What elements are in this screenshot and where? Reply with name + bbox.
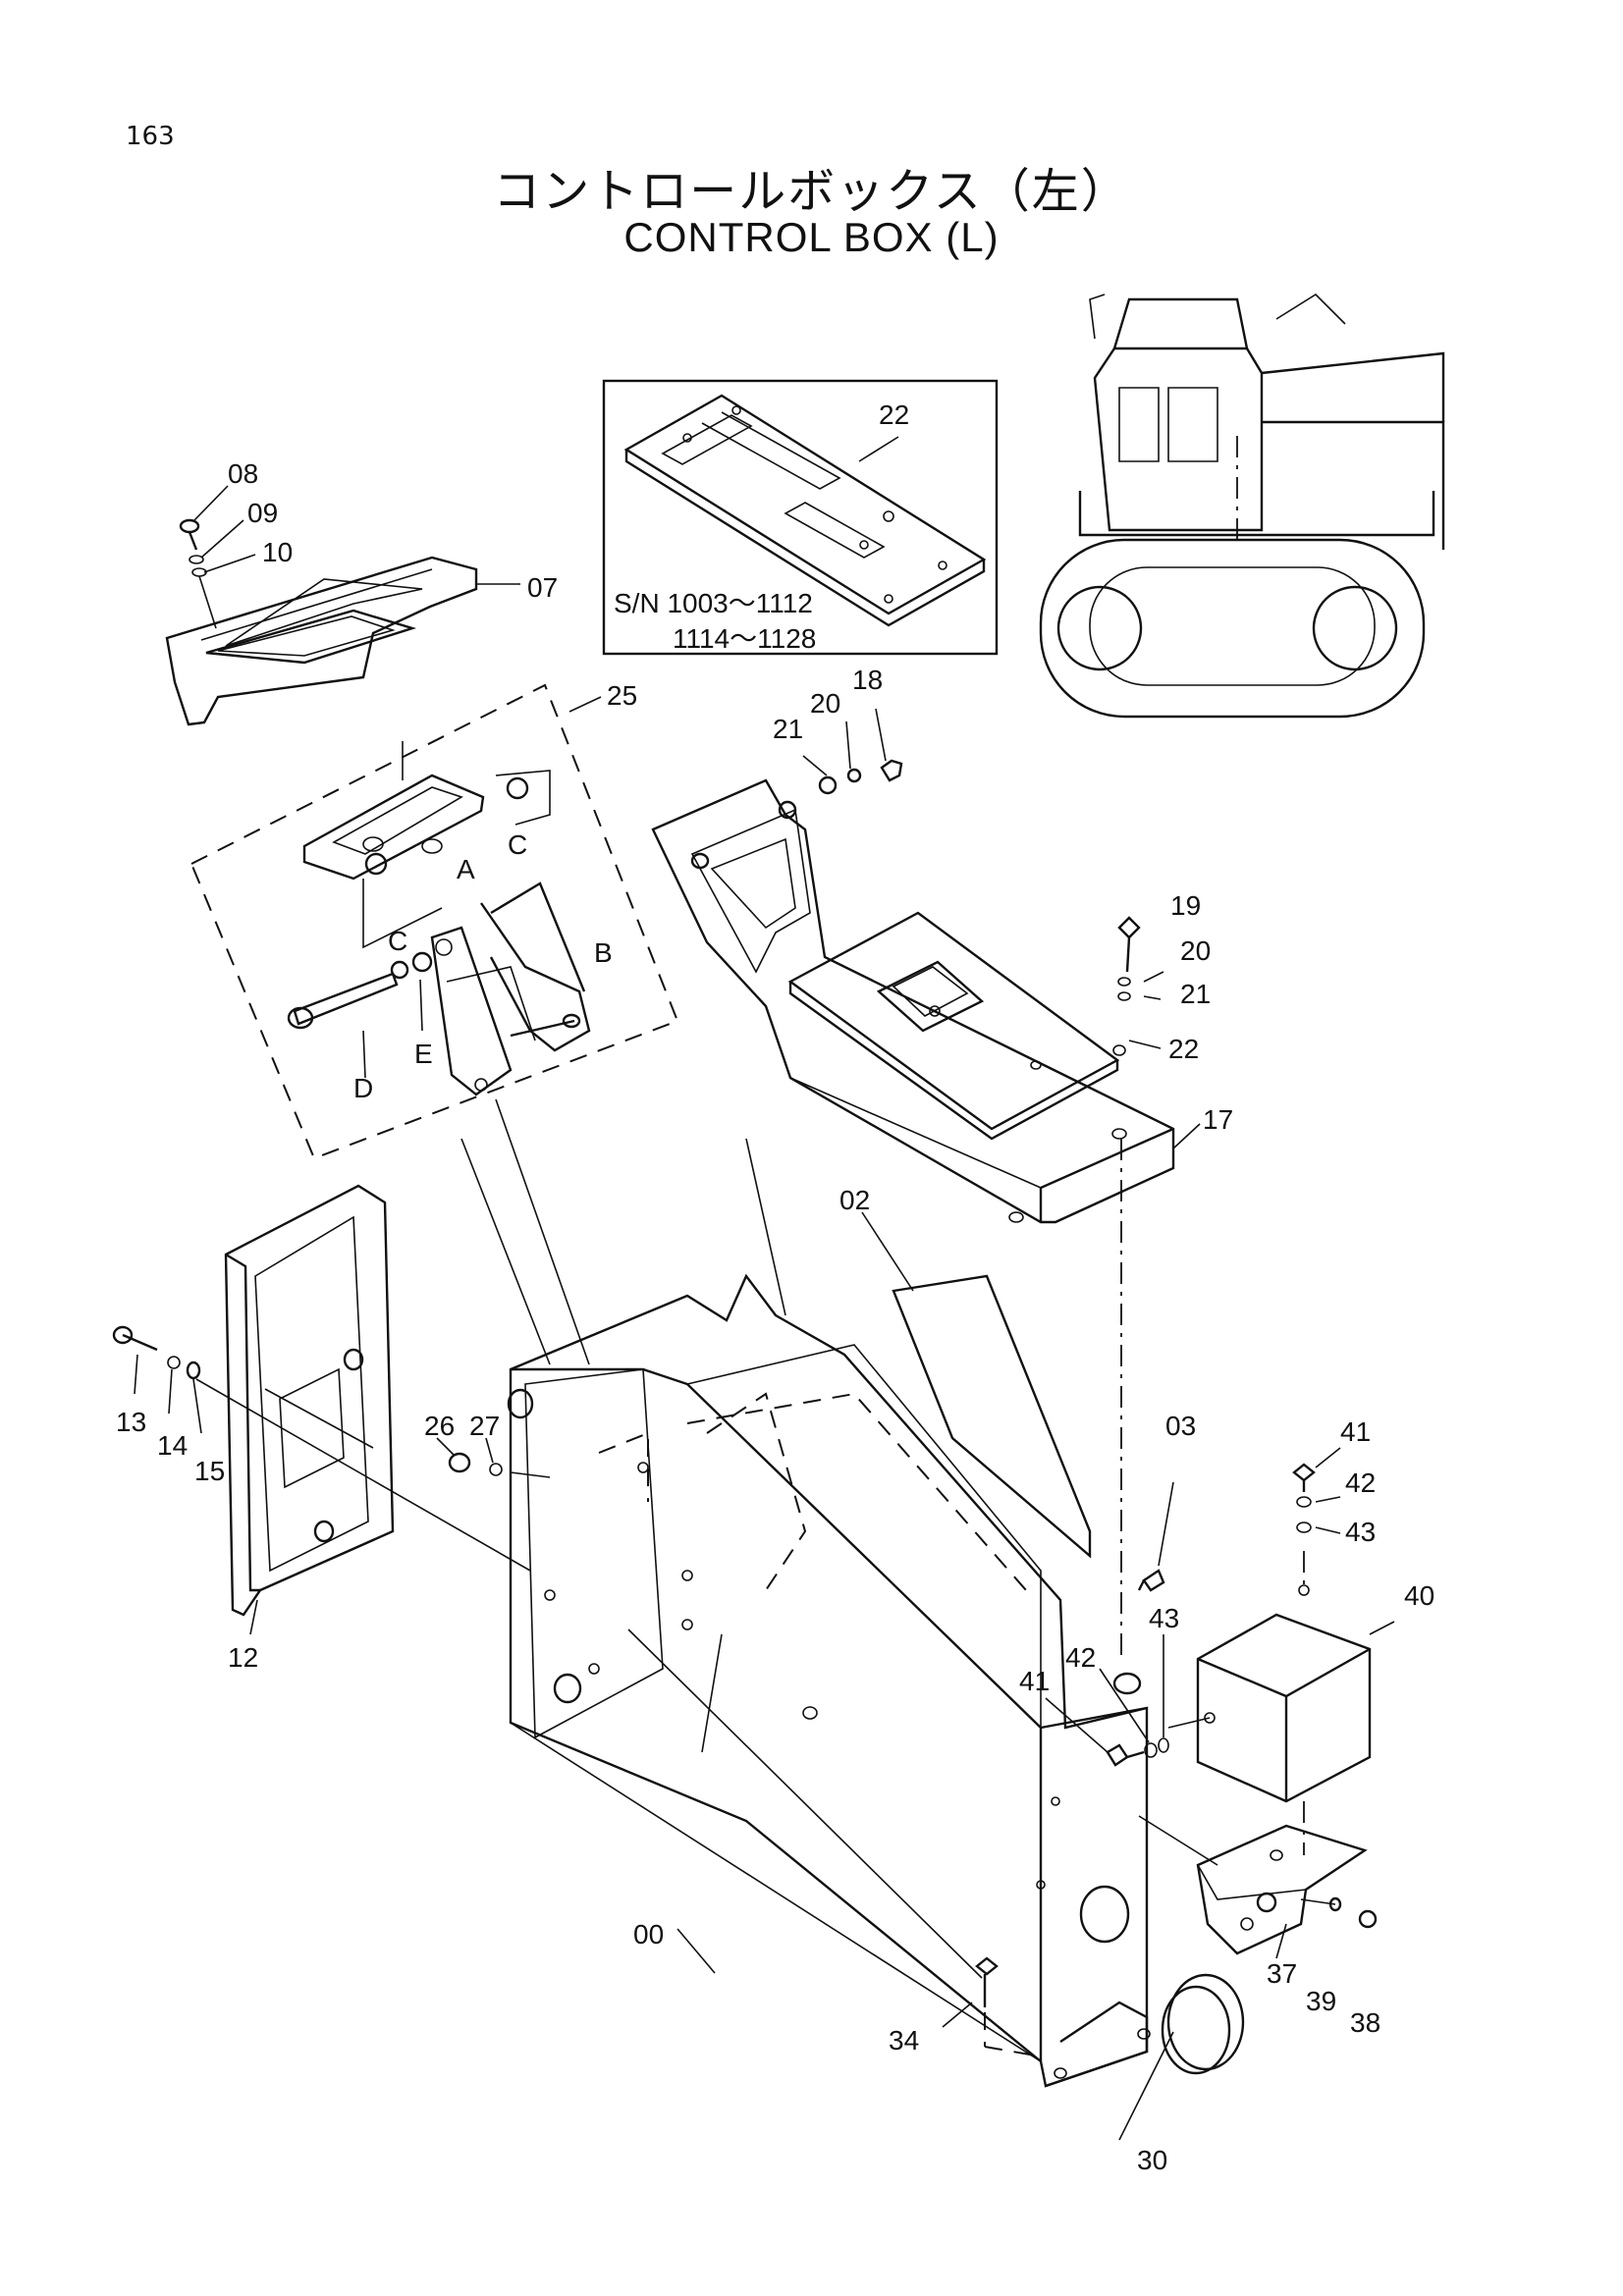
callout-19: 19 [1170,890,1201,921]
callout-41-right: 41 [1340,1416,1371,1447]
page-number: 163 [126,122,175,151]
callout-10: 10 [262,537,293,567]
callout-39: 39 [1306,1986,1336,2016]
callout-02: 02 [839,1185,870,1215]
part-12-side-cover [112,1184,531,1635]
part-07-cover [165,485,520,726]
callout-14: 14 [157,1430,188,1461]
part-37-bracket [1196,1824,1378,1959]
callout-34: 34 [889,2025,919,2056]
part-00-main-box [436,1098,1174,2141]
callout-37: 37 [1267,1958,1297,1989]
callout-21-top: 21 [773,714,803,744]
callout-08: 08 [228,458,258,489]
callout-20-top: 20 [810,688,840,719]
callout-25: 25 [607,680,637,711]
title-japanese: コントロールボックス（左） [493,164,1130,219]
callout-C-left: C [388,926,407,956]
title-english: CONTROL BOX (L) [623,214,1000,260]
callout-18: 18 [852,665,883,695]
callout-43-left: 43 [1149,1603,1179,1633]
callout-38: 38 [1350,2007,1380,2038]
callout-41-left: 41 [1019,1666,1050,1696]
part-40-box [1138,1551,1395,1866]
excavator-location-view [1039,293,1445,719]
callout-03: 03 [1165,1411,1196,1441]
serial-inset: 22 S/N 1003～1112 1114～1128 [602,379,999,656]
callout-C-right: C [508,829,527,860]
bolts-41-42-43 [1045,1447,1341,1767]
callout-07: 07 [527,572,558,603]
callout-43-right: 43 [1345,1517,1376,1547]
callout-00: 00 [633,1919,664,1949]
part-17-frame [651,708,1201,1659]
callout-22: 22 [1168,1034,1199,1064]
callout-40: 40 [1404,1580,1434,1611]
callout-42-right: 42 [1345,1468,1376,1498]
callout-13: 13 [116,1407,146,1437]
callout-labels: 08 09 10 07 25 21 20 18 C A C B E D 19 2… [116,458,1434,2175]
callout-26: 26 [424,1411,455,1441]
callout-15: 15 [194,1456,225,1486]
callout-17: 17 [1203,1104,1233,1135]
callout-27: 27 [469,1411,500,1441]
callout-21-right: 21 [1180,979,1211,1009]
callout-30: 30 [1137,2145,1167,2175]
part-02-plate [861,1211,1174,1592]
serial-range-1: S/N 1003～1112 [614,588,813,618]
callout-D: D [353,1073,373,1103]
callout-A: A [457,854,475,884]
callout-12: 12 [228,1642,258,1673]
callout-20-right: 20 [1180,935,1211,966]
callout-09: 09 [247,498,278,528]
callout-B: B [594,937,613,968]
part-25-assembly [189,683,679,1160]
callout-E: E [414,1039,433,1069]
callout-22-inset: 22 [879,400,909,430]
part-34-bolt [942,1956,1042,2057]
serial-range-2: 1114～1128 [673,623,816,654]
callout-42-left: 42 [1065,1642,1096,1673]
part-30-cap [1161,1973,1245,2075]
